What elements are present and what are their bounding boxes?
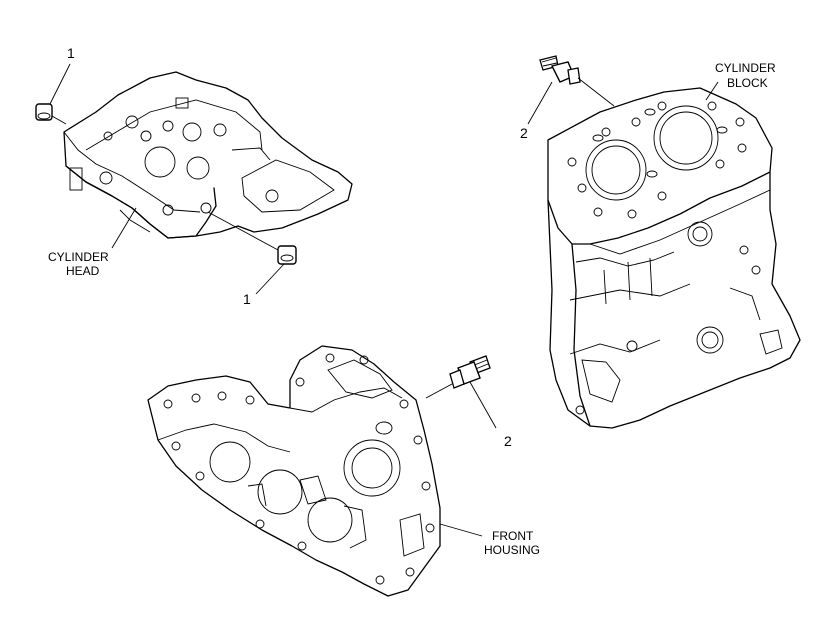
cylinder-block-drawing <box>547 87 801 429</box>
front-housing-leader <box>439 523 483 537</box>
plug-top-icon <box>35 103 67 125</box>
cylinder-block-leader <box>705 81 719 101</box>
front-housing-label-line1: FRONT <box>492 529 534 543</box>
cylinder-head-leader <box>111 207 137 249</box>
callout-1-top: 1 <box>67 45 75 61</box>
sensor-housing-leader <box>469 381 497 429</box>
front-housing-label-line2: HOUSING <box>484 543 540 557</box>
cylinder-head-label-line2: HEAD <box>66 264 100 278</box>
sensor-housing-icon <box>425 355 491 399</box>
cylinder-block-label-line2: BLOCK <box>727 76 768 90</box>
front-housing-drawing <box>147 345 441 597</box>
cylinder-block-label-line1: CYLINDER <box>715 61 776 75</box>
plug-bottom-leader <box>255 263 285 295</box>
callout-2-housing: 2 <box>504 433 512 449</box>
plug-bottom-icon <box>207 211 297 265</box>
plug-top-leader <box>49 63 71 105</box>
cylinder-head-label-line1: CYLINDER <box>48 250 109 264</box>
callout-2-block: 2 <box>520 125 528 141</box>
sensor-block-icon <box>539 55 615 107</box>
callout-1-bottom: 1 <box>243 291 251 307</box>
cylinder-head-drawing <box>63 71 353 239</box>
sensor-block-leader <box>527 81 553 125</box>
